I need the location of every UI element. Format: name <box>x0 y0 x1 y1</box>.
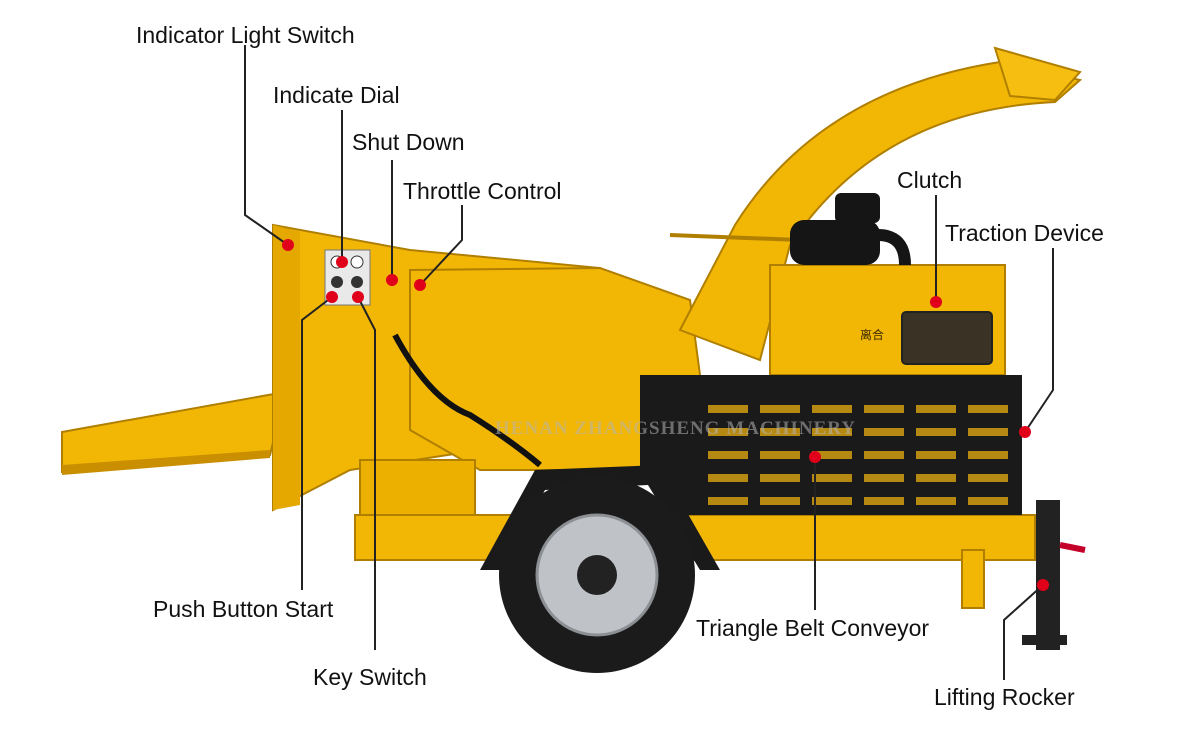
engine-cap <box>835 193 880 223</box>
marker-clutch <box>930 296 942 308</box>
chute-deflector <box>993 46 1082 102</box>
dial-3 <box>331 276 343 288</box>
marker-shut-down <box>386 274 398 286</box>
marker-triangle-belt-conveyor <box>809 451 821 463</box>
label-push-button-start: Push Button Start <box>153 596 334 622</box>
label-indicate-dial: Indicate Dial <box>273 82 400 108</box>
air-filter <box>790 220 880 265</box>
chute-rod <box>669 233 801 242</box>
marker-lifting-rocker <box>1037 579 1049 591</box>
jack-handle <box>1059 542 1086 553</box>
clutch-panel-text: 离合 <box>860 328 885 342</box>
support-leg <box>961 549 985 609</box>
label-triangle-belt-conveyor: Triangle Belt Conveyor <box>696 615 930 641</box>
marker-indicator-light-switch <box>282 239 294 251</box>
base-block <box>359 459 476 521</box>
leader-lines <box>244 45 1054 680</box>
intake-pipe <box>877 229 911 266</box>
marker-throttle-control <box>414 279 426 291</box>
dial-4 <box>351 276 363 288</box>
infeed-chute-shade <box>62 450 270 475</box>
hub <box>577 555 617 595</box>
marker-traction-device <box>1019 426 1031 438</box>
belt-cage <box>640 375 1022 515</box>
watermark: HENAN ZHANGSHENG MACHINERY <box>495 418 857 439</box>
label-lifting-rocker: Lifting Rocker <box>934 684 1075 710</box>
wheel-fender <box>480 465 720 570</box>
jack-foot <box>1022 635 1067 645</box>
clutch-window <box>901 311 993 365</box>
marker-key-switch <box>352 291 364 303</box>
cage-slats <box>708 405 1008 505</box>
marker-indicate-dial <box>336 256 348 268</box>
dial-2 <box>350 255 364 269</box>
markers <box>282 239 1049 591</box>
label-throttle-control: Throttle Control <box>403 178 562 204</box>
marker-push-button-start <box>326 291 338 303</box>
hydraulic-hose <box>392 333 542 468</box>
jack-post <box>1036 500 1060 650</box>
label-shut-down: Shut Down <box>352 129 465 155</box>
label-key-switch: Key Switch <box>313 664 427 690</box>
control-housing-side <box>273 225 300 510</box>
label-indicator-light-switch: Indicator Light Switch <box>136 22 355 48</box>
label-traction-device: Traction Device <box>945 220 1104 246</box>
label-clutch: Clutch <box>897 167 963 193</box>
